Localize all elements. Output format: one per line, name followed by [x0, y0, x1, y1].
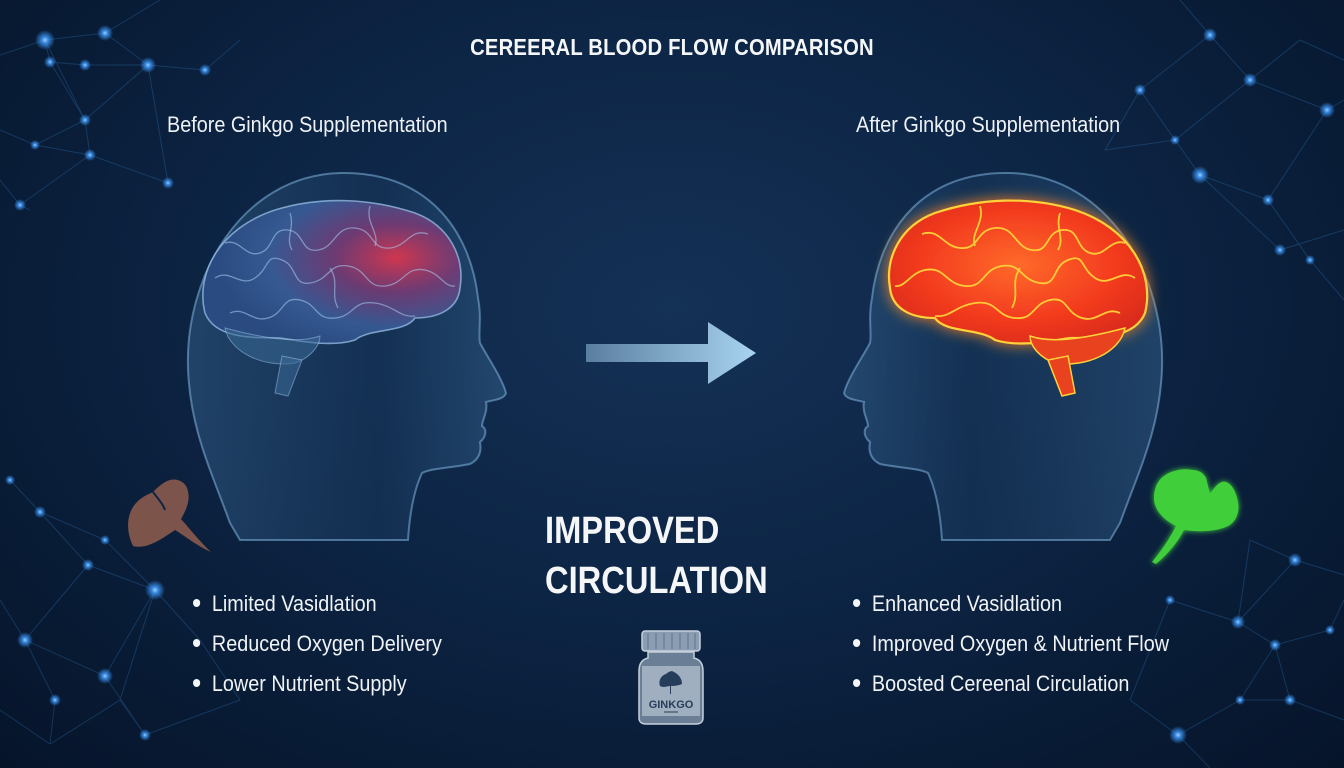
after-heading: After Ginkgo Supplementation	[856, 112, 1121, 137]
bullet-dot-icon	[193, 599, 201, 608]
bullet-dot-icon	[853, 599, 861, 608]
after-bullet-list: Enhanced Vasidlation Improved Oxygen & N…	[853, 588, 1204, 708]
ginkgo-leaf-green-icon	[1152, 469, 1239, 564]
ginkgo-leaf-brown-icon	[128, 479, 211, 552]
right-arrow-icon	[586, 322, 756, 384]
before-bullet-item: Limited Vasidlation	[193, 588, 442, 628]
bullet-dot-icon	[193, 639, 201, 648]
ginkgo-bottle-icon: GINKGO	[638, 630, 704, 725]
before-bullet-item: Reduced Oxygen Delivery	[193, 628, 442, 668]
bullet-dot-icon	[193, 679, 201, 688]
page-title: CEREERAL BLOOD FLOW COMPARISON	[470, 34, 874, 60]
improved-circulation-headline: IMPROVED CIRCULATION	[545, 510, 768, 602]
after-head-illustration	[842, 171, 1164, 541]
after-bullet-item: Boosted Cereenal Circulation	[853, 668, 1169, 708]
after-bullet-item: Enhanced Vasidlation	[853, 588, 1169, 628]
before-heading: Before Ginkgo Supplementation	[167, 112, 448, 137]
after-bullet-item: Improved Oxygen & Nutrient Flow	[853, 628, 1169, 668]
before-bullet-item: Lower Nutrient Supply	[193, 668, 442, 708]
bullet-dot-icon	[853, 639, 861, 648]
bullet-dot-icon	[853, 679, 861, 688]
before-head-illustration	[186, 171, 508, 541]
before-bullet-list: Limited Vasidlation Reduced Oxygen Deliv…	[193, 588, 470, 708]
svg-text:GINKGO: GINKGO	[649, 699, 694, 711]
